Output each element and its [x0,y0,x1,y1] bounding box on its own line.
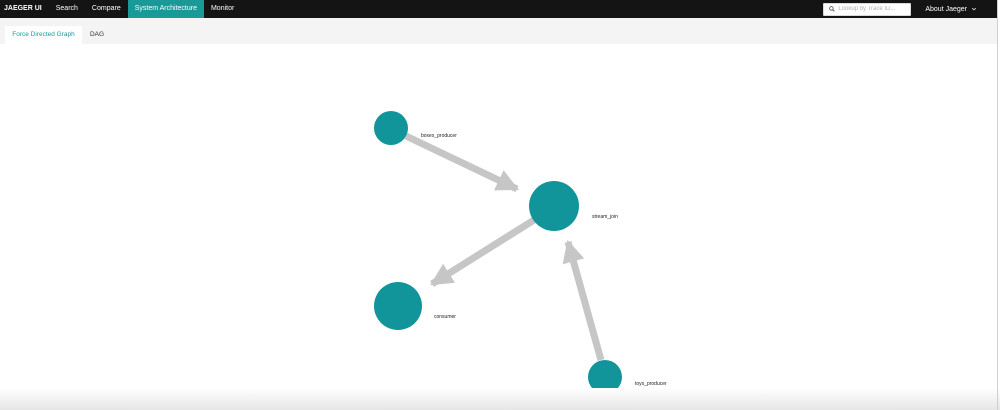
edge-stream-join-to-consumer [430,217,536,287]
window-edge-divider [997,0,998,410]
chevron-down-icon [971,7,977,11]
nav-item-system-architecture[interactable]: System Architecture [127,0,204,18]
graph-node-toys-producer[interactable]: toys_producer [588,360,667,394]
top-navigation-bar: JAEGER UI Search Compare System Architec… [0,0,997,18]
trace-id-search[interactable] [823,2,912,16]
node-label: boxes_producer [421,133,457,139]
nav-item-search[interactable]: Search [55,5,78,12]
edge-toys-producer-to-stream-join [562,239,605,361]
trace-id-input[interactable] [838,6,909,12]
edge-boxes-producer-to-stream-join [404,132,520,193]
graph-node-consumer[interactable]: consumer [374,282,456,330]
force-directed-graph[interactable]: boxes_producer stream_join consumer toys… [0,44,997,394]
node-label: stream_join [592,214,618,220]
bottom-shadow [0,388,1000,410]
about-jaeger-label: About Jaeger [925,5,967,13]
view-tab-bar: Force Directed Graph DAG [0,18,997,44]
nav-item-monitor[interactable]: Monitor [210,5,235,12]
node-label: consumer [434,314,456,320]
search-icon [829,6,836,12]
tab-force-directed-graph[interactable]: Force Directed Graph [5,26,82,44]
about-jaeger-dropdown[interactable]: About Jaeger [925,6,977,13]
nav-item-compare[interactable]: Compare [91,5,121,12]
node-label: toys_producer [635,381,667,387]
graph-node-boxes-producer[interactable]: boxes_producer [374,111,457,145]
tab-dag[interactable]: DAG [89,31,105,38]
brand-logo-link[interactable]: JAEGER UI [4,5,42,12]
graph-node-stream-join[interactable]: stream_join [529,181,618,231]
